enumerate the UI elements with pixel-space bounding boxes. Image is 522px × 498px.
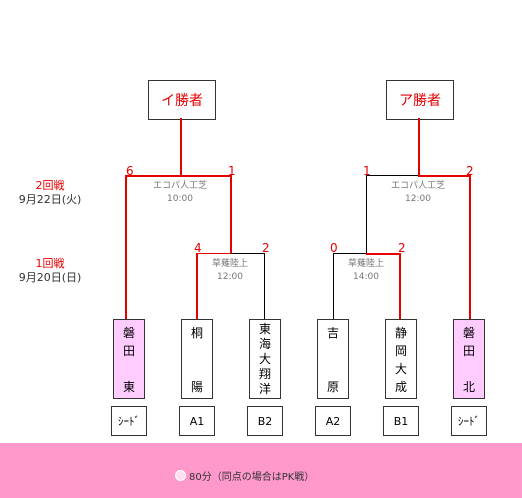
- bracket-line: [230, 175, 232, 254]
- bracket-line: [125, 175, 232, 177]
- venue-time: 12:00: [405, 194, 431, 204]
- venue-name: エコパ人工芝: [390, 181, 445, 191]
- bracket-line: [469, 175, 471, 319]
- team-box: 東 海 大 翔 洋: [249, 319, 281, 399]
- round2-label: 2回戦: [35, 179, 65, 192]
- team-char: [127, 360, 131, 378]
- score-r1-right-b: 2: [398, 241, 406, 255]
- venue-time: 10:00: [167, 194, 193, 204]
- team-box: 吉 原: [317, 319, 349, 399]
- team-code-box: B2: [247, 406, 283, 436]
- venue-name: 草薙陸上: [211, 259, 248, 269]
- bracket-line: [197, 253, 231, 254]
- team-char: [331, 342, 335, 360]
- footer-note: 80分（同点の場合はPK戦）: [175, 468, 314, 483]
- team-char: 吉: [326, 326, 339, 340]
- venue-time: 14:00: [353, 272, 379, 282]
- score-r2-left-b: 1: [228, 164, 236, 178]
- score-r1-right-a: 0: [330, 241, 338, 255]
- team-box: 磐 田 北: [453, 319, 485, 399]
- team-char: 静: [394, 326, 407, 340]
- team-char: 洋: [258, 382, 271, 396]
- venue-round1-left: 草薙陸上 12:00: [190, 258, 270, 284]
- team-char: 海: [258, 337, 271, 351]
- team-code-box: A1: [179, 406, 215, 436]
- score-r2-right-b: 2: [466, 164, 474, 178]
- score-r1-left-b: 2: [262, 241, 270, 255]
- bracket-line: [399, 253, 401, 319]
- team-char: 成: [394, 380, 407, 394]
- team-char: 大: [394, 362, 407, 376]
- bracket-line: [231, 253, 265, 254]
- team-char: 東: [258, 322, 271, 336]
- round2-date: 9月22日(火): [18, 193, 82, 206]
- team-code: A2: [325, 414, 341, 428]
- team-char: 田: [122, 344, 135, 358]
- team-char: 陽: [190, 380, 203, 394]
- venue-round2-left: エコパ人工芝 10:00: [140, 180, 220, 206]
- team-char: 桐: [190, 326, 203, 340]
- bracket-line: [125, 175, 127, 319]
- footer-band: [0, 443, 522, 498]
- team-code: B1: [393, 414, 409, 428]
- venue-name: エコパ人工芝: [152, 181, 207, 191]
- team-char: 原: [326, 380, 339, 394]
- bullet-icon: [175, 470, 186, 481]
- venue-time: 12:00: [217, 272, 243, 282]
- bracket-line: [196, 253, 198, 319]
- team-code-box: B1: [383, 406, 419, 436]
- team-code-box: A2: [315, 406, 351, 436]
- team-box: 磐 田 東: [113, 319, 145, 399]
- bracket-line: [418, 175, 471, 177]
- team-char: 磐: [462, 326, 475, 340]
- team-char: [467, 360, 471, 378]
- winner-box-left: イ勝者: [148, 80, 216, 120]
- team-box: 静 岡 大 成: [385, 319, 417, 399]
- team-char: [195, 342, 199, 360]
- team-char: 磐: [122, 326, 135, 340]
- bracket-line: [333, 253, 334, 319]
- score-r2-right-a: 1: [363, 164, 371, 178]
- round1-date: 9月20日(日): [18, 271, 82, 284]
- score-r1-left-a: 4: [194, 241, 202, 255]
- bracket-line: [366, 175, 419, 176]
- team-char: 大: [258, 352, 271, 366]
- bracket-line: [264, 253, 265, 319]
- venue-name: 草薙陸上: [347, 259, 384, 269]
- team-char: [331, 360, 335, 378]
- team-code: ｼｰﾄﾞ: [118, 415, 140, 428]
- team-box: 桐 陽: [181, 319, 213, 399]
- winner-label-right: ア勝者: [399, 93, 441, 109]
- round1-label: 1回戦: [35, 257, 65, 270]
- team-code: B2: [257, 414, 273, 428]
- team-code: ｼｰﾄﾞ: [458, 415, 480, 428]
- bracket-line: [180, 118, 182, 176]
- seed-code-box: ｼｰﾄﾞ: [451, 406, 487, 436]
- bracket-line: [366, 253, 401, 255]
- winner-label-left: イ勝者: [161, 93, 203, 109]
- team-char: 東: [122, 380, 135, 394]
- winner-box-right: ア勝者: [386, 80, 454, 120]
- bracket-line: [418, 118, 420, 176]
- seed-code-box: ｼｰﾄﾞ: [111, 406, 147, 436]
- team-char: 翔: [258, 367, 271, 381]
- team-char: 田: [462, 344, 475, 358]
- team-code: A1: [189, 414, 205, 428]
- team-char: 岡: [394, 344, 407, 358]
- team-char: [195, 360, 199, 378]
- team-char: 北: [462, 380, 475, 394]
- venue-round1-right: 草薙陸上 14:00: [326, 258, 406, 284]
- footer-note-text: 80分（同点の場合はPK戦）: [189, 472, 315, 483]
- bracket-line: [366, 175, 367, 254]
- bracket-line: [333, 253, 367, 254]
- score-r2-left-a: 6: [126, 164, 134, 178]
- venue-round2-right: エコパ人工芝 12:00: [378, 180, 458, 206]
